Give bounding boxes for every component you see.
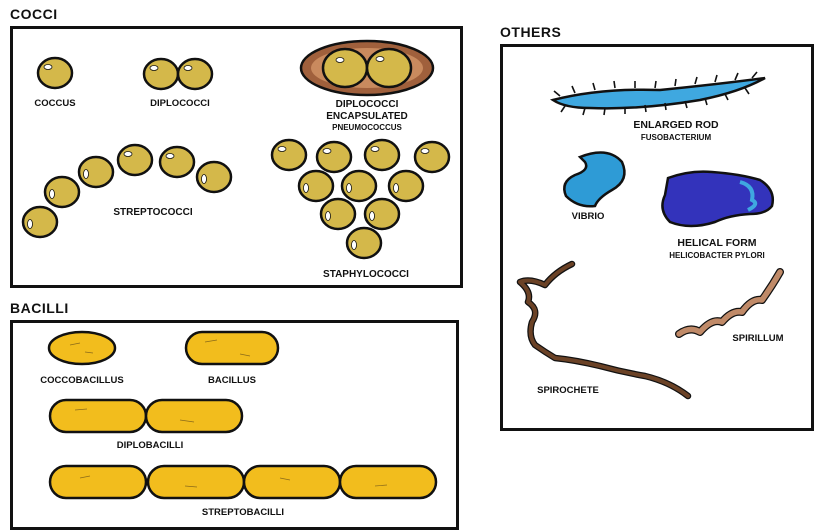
diplobacilli-cells <box>48 398 244 434</box>
streptococci-label: STREPTOCOCCI <box>113 207 192 218</box>
coccobacillus-cell <box>47 330 117 366</box>
diplococci-encapsulated-label-2: ENCAPSULATED <box>326 111 407 122</box>
helicobacter-cell <box>661 170 774 228</box>
bacillus-label: BACILLUS <box>208 375 256 386</box>
vibrio-cell <box>563 151 626 208</box>
streptococci-chain <box>21 143 233 239</box>
cocci-title: COCCI <box>10 6 58 22</box>
streptobacilli-chain <box>48 464 438 500</box>
diplobacilli-label: DIPLOBACILLI <box>117 440 184 451</box>
vibrio-label: VIBRIO <box>572 211 605 222</box>
coccus-cell <box>36 56 74 90</box>
spirochete-cell <box>516 260 692 400</box>
bacillus-cell <box>184 330 280 366</box>
helical-form-label: HELICAL FORM <box>677 237 756 249</box>
spirochete-label: SPIROCHETE <box>537 385 599 396</box>
diplococci-encapsulated-label-1: DIPLOCOCCI <box>336 99 399 110</box>
pneumococcus-label: PNEUMOCOCCUS <box>332 123 402 132</box>
staphylococci-label: STAPHYLOCOCCI <box>323 269 409 280</box>
spirillum-label: SPIRILLUM <box>732 333 783 344</box>
fusobacterium-cell <box>549 71 766 116</box>
helicobacter-pylori-label: HELICOBACTER PYLORI <box>669 251 765 260</box>
enlarged-rod-label: ENLARGED ROD <box>633 119 719 131</box>
streptobacilli-label: STREPTOBACILLI <box>202 507 284 518</box>
others-panel <box>500 44 814 431</box>
fusobacterium-label: FUSOBACTERIUM <box>641 133 712 142</box>
others-title: OTHERS <box>500 24 562 40</box>
diplococci-label: DIPLOCOCCI <box>150 98 210 109</box>
bacilli-title: BACILLI <box>10 300 69 316</box>
encapsulated-diplococci-cells <box>299 39 435 97</box>
staphylococci-cluster <box>270 138 451 260</box>
coccobacillus-label: COCCOBACILLUS <box>40 375 123 386</box>
diplococci-cells <box>142 57 214 91</box>
coccus-label: COCCUS <box>34 98 75 109</box>
spirillum-cell <box>675 268 784 338</box>
